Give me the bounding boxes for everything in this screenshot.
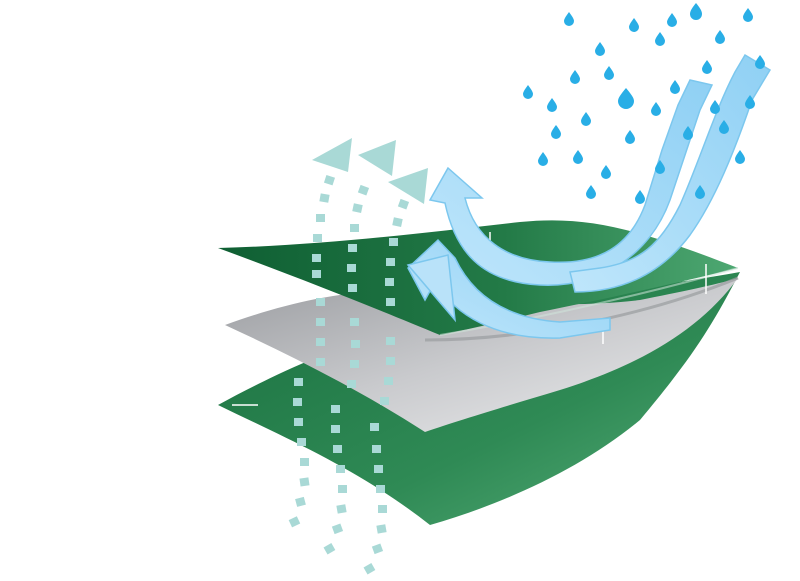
vapor-arrow-3 — [363, 168, 428, 575]
vapor-arrow-2 — [323, 140, 396, 555]
wind-arrows — [406, 53, 772, 339]
vapor-arrows — [288, 138, 428, 575]
rain-drops — [523, 3, 765, 204]
wind-arrow-incoming — [569, 53, 772, 293]
wind-arrow-deflected — [428, 79, 714, 286]
vapor-arrow-1 — [288, 138, 352, 528]
